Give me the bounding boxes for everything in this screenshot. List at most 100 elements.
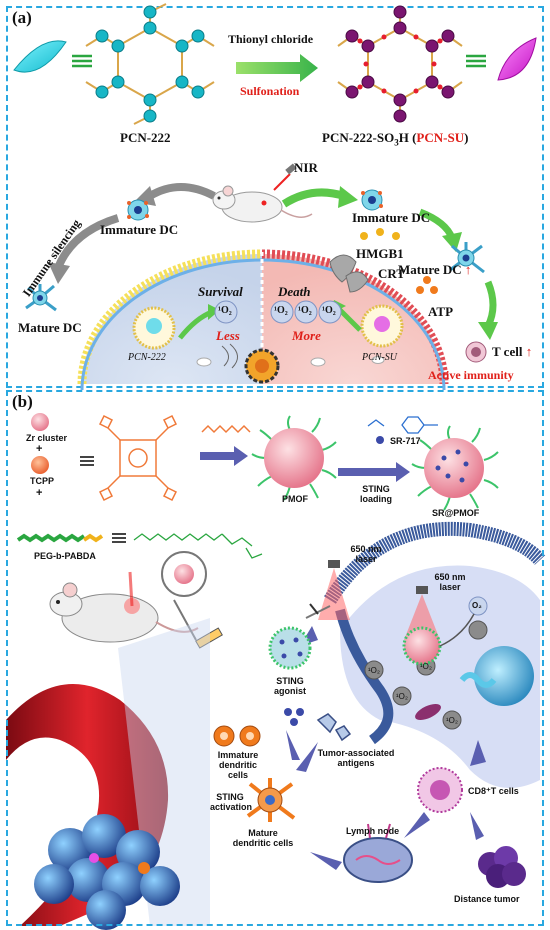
- singlet-2: ¹O₂: [420, 662, 432, 671]
- organelles: [196, 356, 385, 367]
- panel-a: [6, 6, 544, 388]
- singlet-3: ¹O₂: [446, 716, 458, 725]
- peg-chain-icon: [16, 533, 86, 543]
- laser-beam-2-icon: [404, 586, 440, 640]
- o2-label: O₂: [472, 601, 482, 610]
- sr717-label: SR-717: [390, 436, 421, 446]
- equivalent-icon-b1: [80, 456, 94, 466]
- immature-dc-left-icon: [127, 199, 149, 221]
- green-arrow-icon: [281, 188, 346, 208]
- zoom-cone: [118, 618, 210, 926]
- pcn222-vesicle-icon: [132, 306, 176, 350]
- pmof-arrow-icon: [200, 446, 248, 466]
- tcpp-icon: [31, 456, 49, 474]
- tcpp-structure-icon: [98, 414, 178, 502]
- laser-1-label: 650 nm laser: [350, 544, 382, 564]
- pcn-su-vesicle-icon: [360, 304, 404, 348]
- nir-beam-icon: [273, 173, 291, 191]
- less-label: Less: [216, 328, 240, 343]
- reagent-label: Thionyl chloride: [228, 32, 314, 46]
- pmof-icon: [251, 415, 337, 501]
- pcn222-nodes: [95, 5, 205, 123]
- laser-icon: [285, 163, 297, 175]
- nir-label: NIR: [294, 160, 318, 175]
- survival-label: Survival: [198, 284, 243, 299]
- tumor-mass-icon: [34, 814, 180, 930]
- linker-icon: [201, 424, 251, 434]
- lymph-node-label: Lymph node: [346, 826, 400, 836]
- mature-dc-left-label: Mature DC: [18, 320, 82, 335]
- laser-2-label: 650 nm laser: [434, 572, 466, 592]
- singlet-1: ¹O₂: [396, 692, 408, 701]
- grey-arrow-down-icon: [54, 214, 120, 270]
- sting-loading-arrow-icon: [338, 462, 410, 482]
- distance-tumor-label: Distance tumor: [454, 894, 520, 904]
- hmgb1-label: HMGB1: [356, 246, 404, 261]
- t-cell-icon: [465, 341, 487, 363]
- crt-receptor-icon: [329, 254, 369, 293]
- singlet-oxygen-r3: ¹O₂: [322, 305, 336, 316]
- atp-label: ATP: [428, 304, 454, 319]
- active-immunity-label: Active immunity: [428, 368, 514, 382]
- singlet-oxygen-bubbles: [214, 300, 342, 324]
- immature-dendritic-label: Immature dendritic cells: [217, 750, 259, 780]
- death-label: Death: [278, 284, 311, 299]
- pcn222-cell-label: PCN-222: [128, 352, 166, 363]
- pcn222-leaf-icon: [13, 40, 67, 73]
- sr717-structure-icon: [367, 416, 438, 434]
- singlet-4: ¹O₂: [368, 666, 380, 675]
- zr-cluster-icon: [31, 413, 49, 431]
- pmof-label: PMOF: [282, 494, 308, 504]
- crt-label: CRT: [378, 266, 405, 281]
- equivalent-icon-b2: [112, 533, 126, 543]
- pcn-su-cell-label: PCN-SU: [362, 352, 397, 363]
- reaction-arrow-icon: [236, 54, 318, 82]
- sting-loading-label: STING loading: [360, 484, 392, 504]
- cd8-t-cell-icon: [417, 767, 463, 813]
- zr-cluster-label: Zr cluster: [26, 433, 68, 443]
- reaction-label: Sulfonation: [240, 84, 300, 98]
- pcn-su-nodes: [345, 5, 455, 123]
- tumor-antigens-label: Tumor-associated antigens: [317, 748, 395, 768]
- mature-dc-b-icon: [246, 778, 296, 822]
- sr-pmof-icon: [411, 425, 499, 511]
- mature-dc-right-label: Mature DC ↑: [398, 262, 472, 277]
- singlet-oxygen-r1: ¹O₂: [274, 305, 288, 316]
- syringe-icon: [195, 627, 223, 649]
- mouse-icon: [212, 185, 313, 223]
- er-icon: [221, 343, 238, 369]
- equivalent-icon: [72, 54, 92, 68]
- mature-dendritic-label: Mature dendritic cells: [232, 828, 294, 848]
- cd8-label: CD8⁺T cells: [468, 786, 519, 796]
- panel-b: [6, 390, 544, 926]
- right-mof-label: PCN-222-SO3H (PCN-SU): [322, 130, 469, 148]
- immature-dc-left-label: Immature DC: [100, 222, 179, 237]
- immature-dc-b-icon: [213, 725, 261, 747]
- immature-dc-right-label: Immature DC: [352, 210, 431, 225]
- mature-dc-right-icon: [449, 242, 485, 274]
- singlet-oxygen-left: ¹O₂: [218, 305, 232, 316]
- peg-label: PEG-b-PABDA: [34, 551, 96, 561]
- immature-dc-right-icon: [361, 189, 383, 211]
- plus-2: +: [36, 487, 43, 499]
- more-label: More: [292, 328, 321, 343]
- singlet-oxygen-r2: ¹O₂: [298, 305, 312, 316]
- pcn-su-leaf-icon: [497, 37, 537, 81]
- sting-agonist-nanoparticle-icon: [268, 626, 312, 670]
- hmgb1-dots: [360, 228, 400, 240]
- sr717-dot-icon: [376, 436, 384, 444]
- equivalent-icon-right: [466, 54, 486, 68]
- peg-structure-icon: [133, 533, 263, 559]
- t-cell-label: T cell ↑: [492, 344, 533, 359]
- mouse-b-icon: [49, 582, 199, 643]
- left-mof-label: PCN-222: [120, 130, 171, 145]
- sulfonate-groups: [357, 34, 443, 94]
- sting-agonist-dots: [284, 708, 304, 726]
- sting-agonist-label: STING agonist: [273, 676, 306, 696]
- tumor-antigen-icon: [316, 713, 352, 742]
- lymph-node-icon: [343, 823, 413, 883]
- o2-bubble-icon: [468, 596, 488, 616]
- atp-dots: [416, 276, 438, 294]
- plus-1: +: [36, 443, 43, 455]
